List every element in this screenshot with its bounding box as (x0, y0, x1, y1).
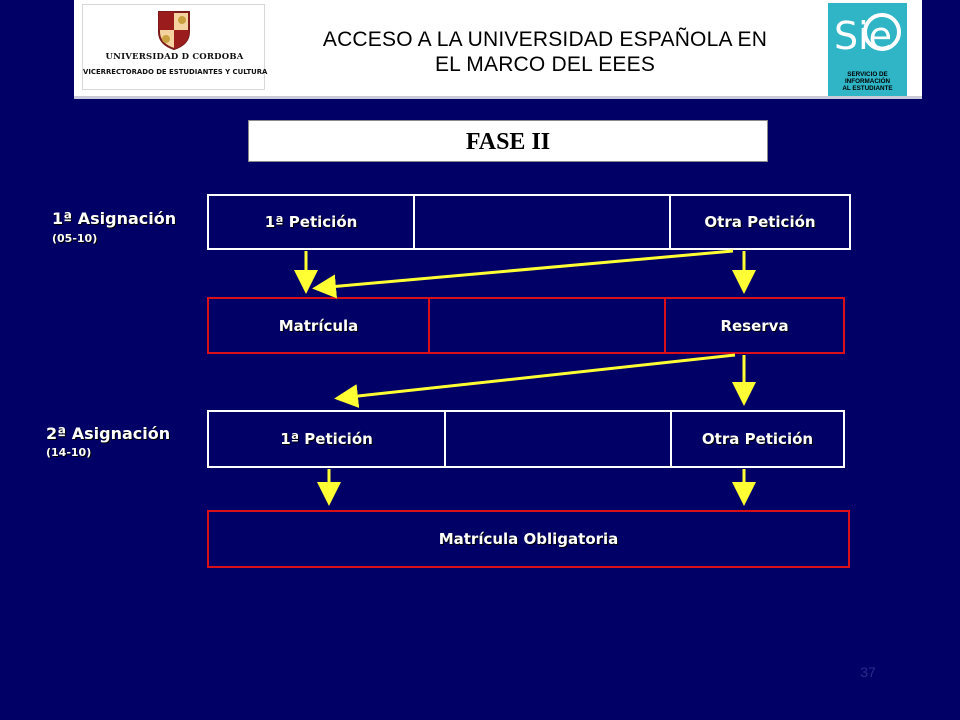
phase-title: FASE II (248, 120, 768, 162)
page-title-line1: ACCESO A LA UNIVERSIDAD ESPAÑOLA EN (322, 28, 768, 51)
sie-caption-line2: INFORMACIÓN (844, 78, 891, 85)
reservation-option: Reserva (664, 299, 843, 352)
round2-first-request: 1ª Petición (280, 430, 373, 448)
sie-mark-text: Sie (834, 14, 892, 58)
university-name: UNIVERSIDAD D CORDOBA (105, 52, 244, 62)
mandatory-enrollment: Matrícula Obligatoria (438, 530, 619, 548)
sie-logo: Sie SERVICIO DE INFORMACIÓN AL ESTUDIANT… (828, 3, 907, 96)
final-enrollment-row: Matrícula Obligatoria (207, 510, 850, 568)
round2-request-row: 1ª Petición Otra Petición (207, 410, 845, 468)
decision-row: Matrícula Reserva (207, 297, 845, 354)
sie-logo-mark: Sie (834, 13, 901, 58)
round2-date: (14-10) (46, 446, 92, 459)
round1-label: 1ª Asignación (52, 209, 177, 228)
sie-caption-line1: SERVICIO DE (847, 71, 888, 78)
enrollment-option: Matrícula (278, 316, 359, 335)
round2-label: 2ª Asignación (46, 424, 171, 443)
university-shield-icon (158, 11, 190, 50)
round2-empty-cell (444, 412, 670, 466)
round1-other-request: Otra Petición (669, 196, 849, 248)
header-divider (74, 96, 922, 99)
page-title-line2: EL MARCO DEL EEES (434, 53, 656, 76)
university-logo: UNIVERSIDAD D CORDOBA VICERRECTORADO DE … (82, 4, 268, 90)
round2-other-request: Otra Petición (670, 412, 843, 466)
round1-date: (05-10) (52, 232, 98, 245)
round1-first-request: 1ª Petición (264, 213, 358, 231)
decision-empty-cell (428, 299, 664, 352)
sie-logo-caption: SERVICIO DE INFORMACIÓN AL ESTUDIANTE (828, 71, 907, 92)
arrow-reservation-to-round2-first (334, 353, 736, 408)
sie-caption-line3: AL ESTUDIANTE (842, 85, 893, 92)
arrow-other-request-to-enrollment (312, 249, 734, 299)
round1-empty-cell (413, 196, 669, 248)
round1-request-row: 1ª Petición Otra Petición (207, 194, 851, 250)
vice-rectorate-name: VICERRECTORADO DE ESTUDIANTES Y CULTURA (83, 68, 268, 76)
slide-number: 37 (860, 664, 876, 680)
